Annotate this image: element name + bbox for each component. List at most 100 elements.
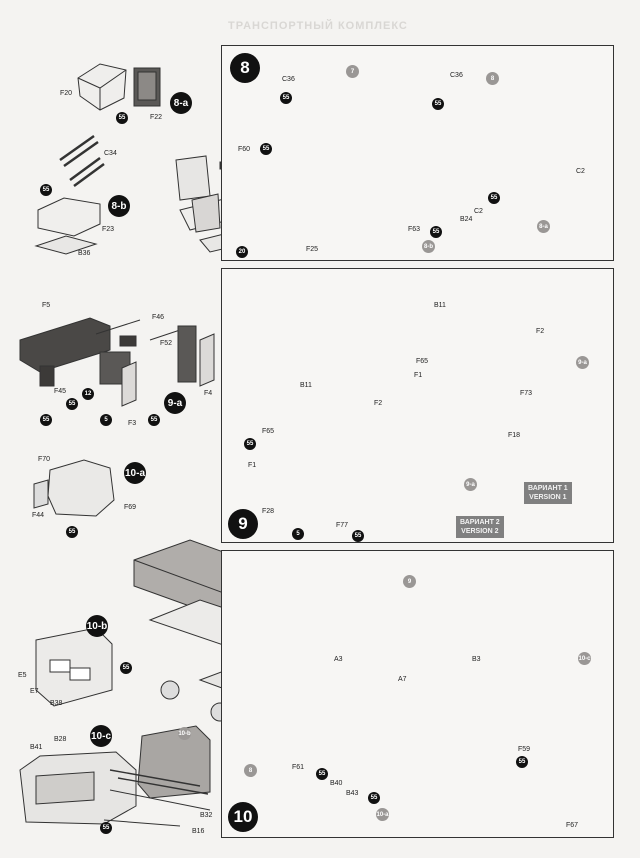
part-label: B38: [50, 700, 63, 707]
substep-9a-badge: 9-a: [164, 392, 186, 414]
paint-code-5: 5: [100, 414, 112, 426]
part-label: F1: [248, 462, 257, 469]
substep-8b-badge: 8-b: [108, 195, 130, 217]
part-label: F5: [42, 302, 51, 309]
part-label: B11: [300, 382, 312, 389]
paint-code-55: 55: [516, 756, 528, 768]
part-label: C2: [576, 168, 585, 175]
part-label: C2: [474, 208, 483, 215]
part-label: F28: [262, 508, 275, 515]
part-label: F46: [152, 314, 165, 321]
part-label: F65: [262, 428, 275, 435]
ref-circle-8: 8: [486, 72, 499, 85]
part-label: F44: [32, 512, 45, 519]
part-label: F23: [102, 226, 115, 233]
part-label: B16: [192, 828, 205, 835]
part-label: F1: [414, 372, 423, 379]
step-10-panel: [221, 550, 614, 838]
variant-1-en: VERSION 1: [529, 494, 567, 501]
part-label: F73: [520, 390, 533, 397]
part-label: F61: [292, 764, 305, 771]
paint-code-55: 55: [280, 92, 292, 104]
part-label: F2: [374, 400, 383, 407]
part-label: F20: [60, 90, 73, 97]
part-label: F22: [150, 114, 163, 121]
part-label: F59: [518, 746, 531, 753]
paint-code-20: 20: [236, 246, 248, 258]
paint-code-55: 55: [260, 143, 272, 155]
paint-code-55: 55: [352, 530, 364, 542]
ref-circle-9a-2: 9-a: [464, 478, 477, 491]
ref-circle-9: 9: [403, 575, 416, 588]
part-label: B41: [30, 744, 43, 751]
part-label: B28: [54, 736, 67, 743]
paint-code-55: 55: [40, 184, 52, 196]
paint-code-55: 55: [120, 662, 132, 674]
paint-code-55: 55: [488, 192, 500, 204]
part-label: B11: [434, 302, 446, 309]
part-label: F67: [566, 822, 579, 829]
paint-code-55: 55: [116, 112, 128, 124]
ref-circle-10b: 10-b: [178, 727, 191, 740]
paint-code-55: 55: [316, 768, 328, 780]
variant-1-ru: ВАРИАНТ 1: [528, 485, 568, 492]
part-label: F77: [336, 522, 349, 529]
part-label: C34: [104, 150, 117, 157]
part-label: E5: [18, 672, 27, 679]
ref-circle-8b: 8-b: [422, 240, 435, 253]
substep-8a-badge: 8-a: [170, 92, 192, 114]
part-label: B36: [78, 250, 91, 257]
ref-circle-10c: 10-c: [578, 652, 591, 665]
part-label: C36: [282, 76, 295, 83]
part-label: F65: [416, 358, 429, 365]
paint-code-55: 55: [432, 98, 444, 110]
ref-circle-7: 7: [346, 65, 359, 78]
part-label: F60: [238, 146, 251, 153]
part-label: A7: [398, 676, 407, 683]
part-label: E7: [30, 688, 39, 695]
part-label: C36: [450, 72, 463, 79]
paint-code-55: 55: [244, 438, 256, 450]
paint-code-55: 55: [430, 226, 442, 238]
substep-10b-badge: 10-b: [86, 615, 108, 637]
step-9-badge: 9: [228, 509, 258, 539]
part-label: F69: [124, 504, 137, 511]
paint-code-55: 55: [148, 414, 160, 426]
part-label: F4: [204, 390, 213, 397]
substep-10c-badge: 10-c: [90, 725, 112, 747]
part-label: B40: [330, 780, 343, 787]
part-label: B3: [472, 656, 481, 663]
ref-circle-10a: 10-a: [376, 808, 389, 821]
paint-code-55: 55: [66, 398, 78, 410]
paint-code-55: 55: [66, 526, 78, 538]
variant-2-ru: ВАРИАНТ 2: [460, 519, 500, 526]
part-label: F3: [128, 420, 137, 427]
part-label: F45: [54, 388, 67, 395]
paint-code-5: 5: [292, 528, 304, 540]
part-label: F52: [160, 340, 173, 347]
paint-code-55: 55: [40, 414, 52, 426]
paint-code-12: 12: [82, 388, 94, 400]
part-label: F25: [306, 246, 319, 253]
part-label: F18: [508, 432, 521, 439]
watermark-text: ТРАНСПОРТНЫЙ КОМПЛЕКС: [228, 20, 408, 32]
part-label: B24: [460, 216, 473, 223]
part-label: B43: [346, 790, 359, 797]
paint-code-55: 55: [100, 822, 112, 834]
part-label: F70: [38, 456, 51, 463]
paint-code-55: 55: [368, 792, 380, 804]
part-label: B32: [200, 812, 213, 819]
ref-circle-8-10: 8: [244, 764, 257, 777]
part-label: F63: [408, 226, 421, 233]
variant-2-en: VERSION 2: [461, 528, 499, 535]
ref-circle-8a: 8-a: [537, 220, 550, 233]
variant-1-tag: ВАРИАНТ 1 VERSION 1: [524, 482, 572, 504]
step-10-badge: 10: [228, 802, 258, 832]
step-8-badge: 8: [230, 53, 260, 83]
part-label: F2: [536, 328, 545, 335]
ref-circle-9a: 9-a: [576, 356, 589, 369]
part-label: A3: [334, 656, 343, 663]
substep-10a-badge: 10-a: [124, 462, 146, 484]
variant-2-tag: ВАРИАНТ 2 VERSION 2: [456, 516, 504, 538]
